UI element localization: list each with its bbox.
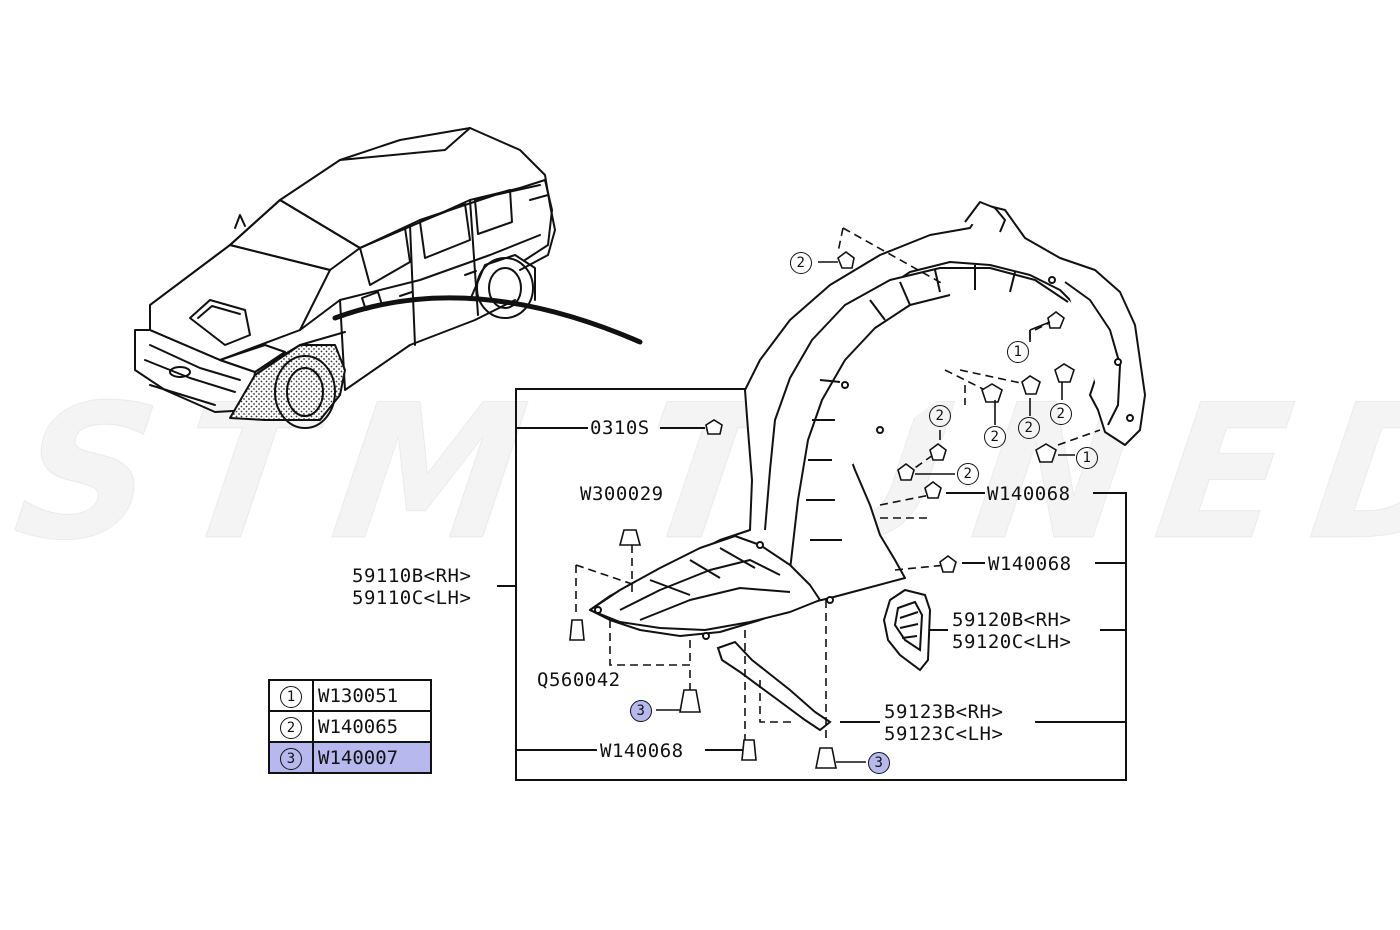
index-marker-2: 2: [984, 425, 1006, 448]
callout-59110B: 59110B<RH>: [352, 565, 472, 587]
car-illustration: [134, 127, 556, 429]
callout-59110C: 59110C<LH>: [352, 587, 472, 609]
clip-icon: [1035, 443, 1057, 463]
callout-59120C: 59120C<LH>: [952, 631, 1072, 653]
clip-icon: [618, 529, 642, 546]
index-marker-2: 2: [929, 404, 951, 427]
clip-icon: [981, 383, 1003, 403]
pointer-swoosh: [332, 295, 643, 345]
index-marker-2: 2: [1018, 416, 1040, 439]
legend-code: W130051: [312, 679, 432, 712]
index-marker-2: 2: [1050, 402, 1072, 425]
index-marker-3-highlighted: 3: [868, 751, 890, 774]
dashed-guides: [575, 227, 1101, 740]
callout-frame: [497, 388, 1127, 781]
clip-icon: [929, 443, 947, 461]
index-marker-2: 2: [957, 462, 979, 485]
index-marker-2: 2: [790, 251, 812, 274]
callout-Q560042: Q560042: [537, 669, 621, 691]
legend-row-highlighted: 3 W140007: [268, 741, 432, 774]
legend-number: 3: [268, 741, 314, 774]
legend-number: 2: [268, 710, 314, 743]
splash-guard-part: [882, 588, 932, 672]
index-marker-3-highlighted: 3: [630, 699, 652, 722]
bracket-part: [716, 640, 832, 732]
legend-number: 1: [268, 679, 314, 712]
legend-row: 1 W130051: [268, 679, 432, 712]
bolt-icon: [679, 689, 701, 713]
callout-W140068-upper: W140068: [987, 483, 1071, 505]
index-marker-1: 1: [1007, 340, 1029, 363]
callout-59123B: 59123B<RH>: [884, 701, 1004, 723]
callout-W140068-lower: W140068: [600, 740, 684, 762]
legend-code: W140007: [312, 741, 432, 774]
callout-59120B: 59120B<RH>: [952, 609, 1072, 631]
clip-icon: [939, 555, 957, 573]
bolt-icon: [815, 747, 837, 769]
clip-icon: [1054, 363, 1075, 383]
bolt-icon: [569, 619, 585, 641]
callout-W140068-mid: W140068: [988, 553, 1072, 575]
clip-icon: [924, 481, 942, 499]
clip-icon: [1047, 311, 1065, 329]
clip-icon: [1021, 375, 1041, 395]
callout-W300029: W300029: [580, 483, 664, 505]
callout-0310S: 0310S: [590, 417, 650, 439]
nut-icon: [705, 419, 723, 435]
index-marker-1: 1: [1076, 446, 1098, 469]
fender-liner-part: [589, 201, 1146, 640]
bolt-icon: [741, 739, 757, 761]
fasteners: [569, 251, 1075, 769]
clip-icon: [897, 463, 915, 481]
clip-icon: [837, 251, 855, 269]
legend-code: W140065: [312, 710, 432, 743]
fastener-legend: 1 W130051 2 W140065 3 W140007: [268, 679, 432, 774]
legend-row: 2 W140065: [268, 710, 432, 743]
callout-59123C: 59123C<LH>: [884, 723, 1004, 745]
